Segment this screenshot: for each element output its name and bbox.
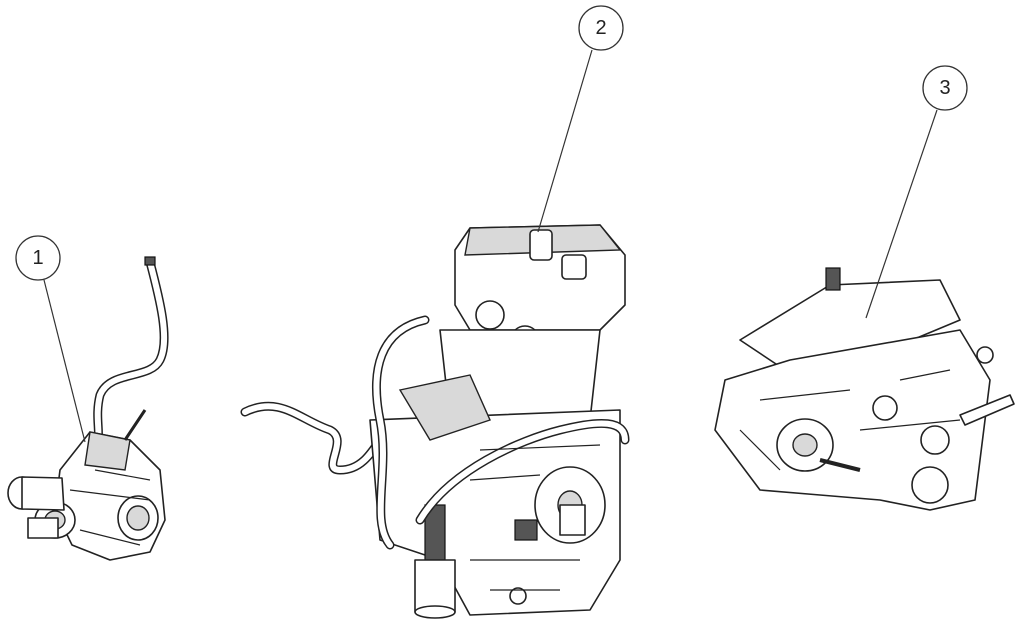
part-3-transmission [714,267,1015,511]
part-1-front-differential [7,256,169,561]
callout-2: 2 [537,5,624,233]
callout-1-label: 1 [32,247,43,269]
callout-3: 3 [865,65,968,319]
callout-2-label: 2 [595,17,606,39]
part-2-engine [240,224,630,619]
callout-3-label: 3 [939,77,950,99]
callout-1: 1 [15,235,86,443]
